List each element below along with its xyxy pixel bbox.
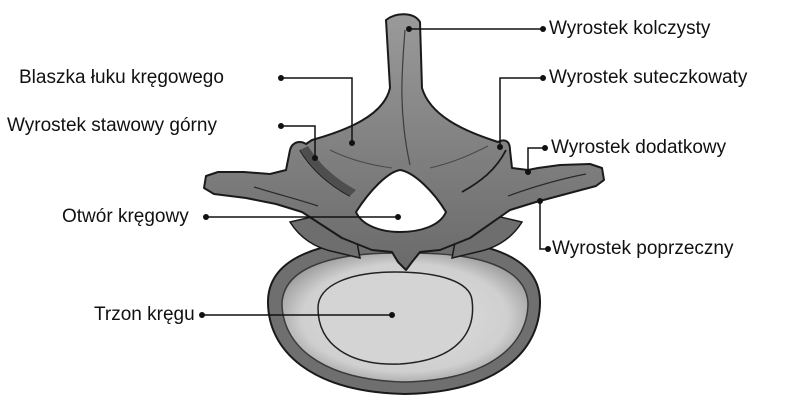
label-spinous-process: Wyrostek kolczysty: [549, 18, 710, 40]
label-accessory-process: Wyrostek dodatkowy: [551, 137, 726, 159]
vertebral-arch-shape: [204, 14, 604, 270]
label-vertebral-foramen: Otwór kręgowy: [62, 206, 189, 228]
leader-mammillary: [500, 78, 543, 147]
label-superior-articular-process: Wyrostek stawowy górny: [7, 115, 217, 137]
label-vertebral-body: Trzon kręgu: [94, 304, 195, 326]
leader-transverse: [540, 201, 548, 249]
label-mammillary-process: Wyrostek suteczkowaty: [549, 67, 747, 89]
label-transverse-process: Wyrostek poprzeczny: [552, 238, 733, 260]
label-lamina: Blaszka łuku kręgowego: [19, 67, 224, 89]
